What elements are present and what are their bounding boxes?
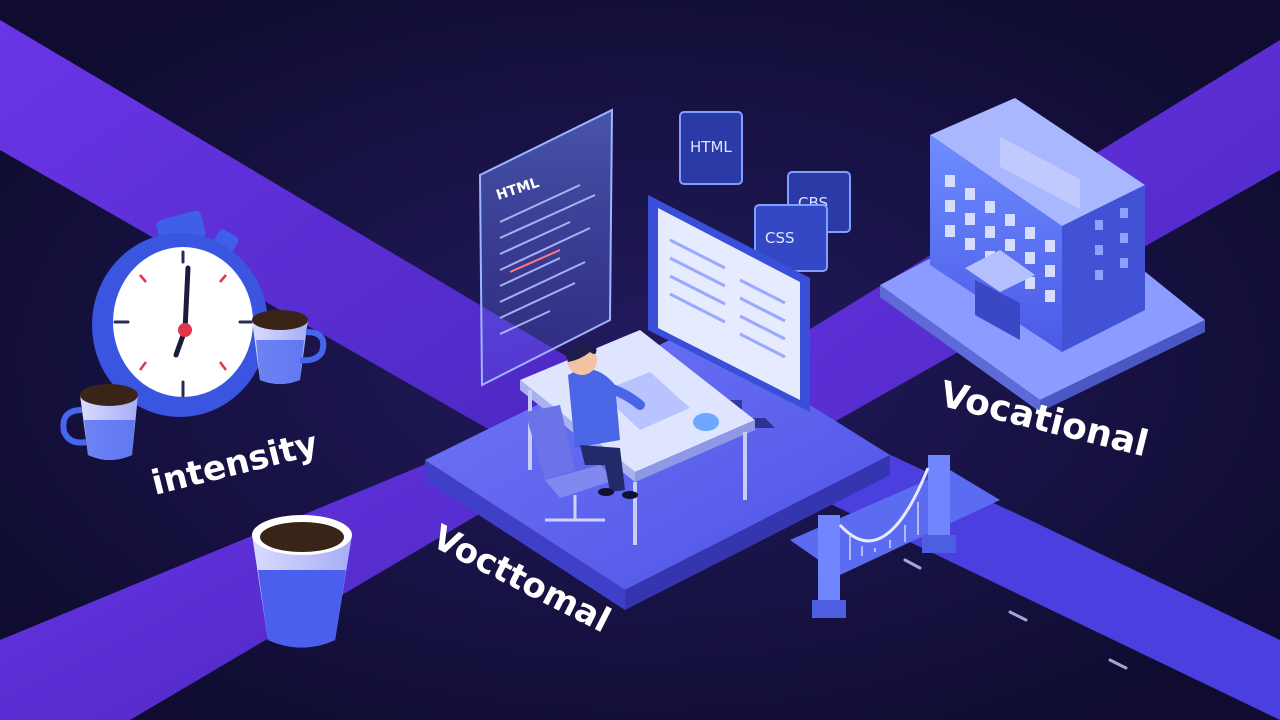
building-side <box>1062 185 1145 352</box>
office-building-icon <box>880 98 1205 412</box>
developer-figure <box>525 343 645 522</box>
stopwatch-icon <box>92 210 268 417</box>
keyboard <box>600 372 690 430</box>
building-front <box>930 135 1062 352</box>
mouse <box>693 413 719 431</box>
chair-back <box>525 405 575 480</box>
tag-panels: HTML CBS CSS <box>679 111 851 272</box>
coffee-cup-icon <box>252 515 352 648</box>
road-upper-left <box>0 20 640 470</box>
html-tag: HTML <box>679 111 743 185</box>
road-lane-marks <box>903 558 1128 670</box>
building-entrance-canopy <box>965 250 1035 292</box>
coffee-mug-left <box>60 384 138 460</box>
css-tag-lower: CSS <box>754 204 828 272</box>
svg-text:HTML: HTML <box>690 138 732 156</box>
coffee-mug-right <box>252 310 327 384</box>
monitor-content-lines <box>669 238 786 359</box>
chair-seat <box>545 465 615 498</box>
building-entrance <box>975 280 1020 340</box>
building-windows <box>945 175 1055 302</box>
code-panel: HTML <box>478 108 614 387</box>
svg-text:CSS: CSS <box>765 229 795 247</box>
bridge-icon <box>790 455 1000 618</box>
building-side-windows <box>1095 208 1128 280</box>
code-lines <box>499 184 596 335</box>
